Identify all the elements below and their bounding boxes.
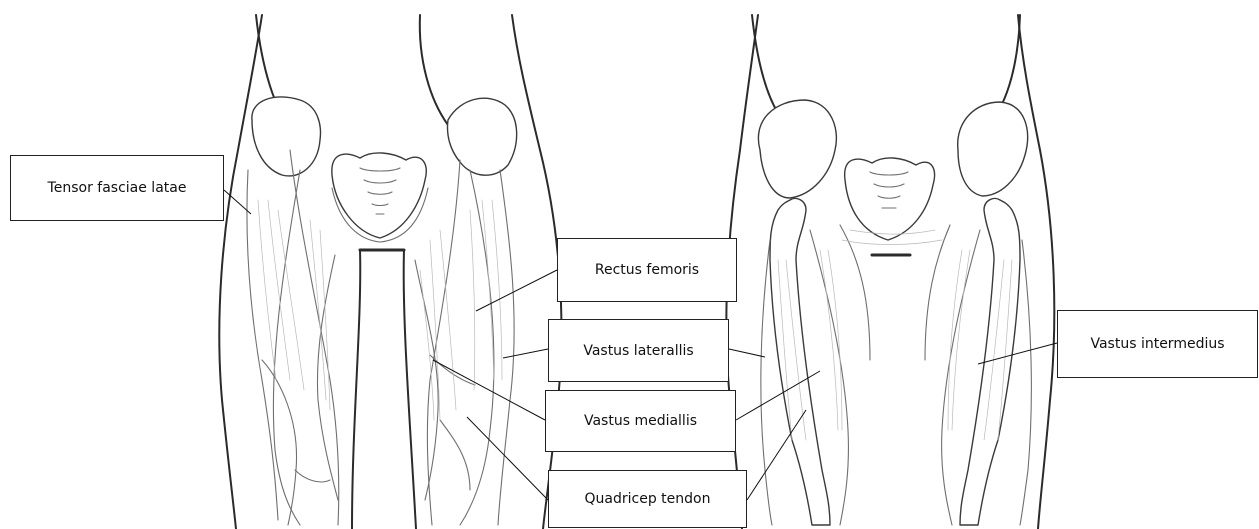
right-figure-fibers bbox=[778, 230, 1012, 440]
label-vastus-intermedius-text: Vastus intermedius bbox=[1090, 336, 1224, 352]
label-vastus-laterallis-text: Vastus laterallis bbox=[583, 343, 693, 359]
leader-vastus-laterallis-right bbox=[729, 349, 765, 357]
label-tensor-fasciae-latae: Tensor fasciae latae bbox=[10, 155, 224, 221]
left-thigh-figure bbox=[219, 15, 561, 529]
label-quadricep-tendon-text: Quadricep tendon bbox=[585, 491, 711, 507]
label-rectus-femoris: Rectus femoris bbox=[557, 238, 737, 302]
label-tensor-fasciae-latae-text: Tensor fasciae latae bbox=[48, 180, 187, 196]
label-quadricep-tendon: Quadricep tendon bbox=[548, 470, 747, 528]
label-vastus-intermedius: Vastus intermedius bbox=[1057, 310, 1258, 378]
right-thigh-figure bbox=[726, 15, 1054, 529]
leader-vastus-mediallis-left bbox=[433, 360, 545, 420]
label-vastus-laterallis: Vastus laterallis bbox=[548, 319, 729, 382]
label-vastus-mediallis-text: Vastus mediallis bbox=[584, 413, 697, 429]
label-vastus-mediallis: Vastus mediallis bbox=[545, 390, 736, 452]
label-rectus-femoris-text: Rectus femoris bbox=[595, 262, 699, 278]
leader-vastus-laterallis-left bbox=[503, 349, 548, 358]
